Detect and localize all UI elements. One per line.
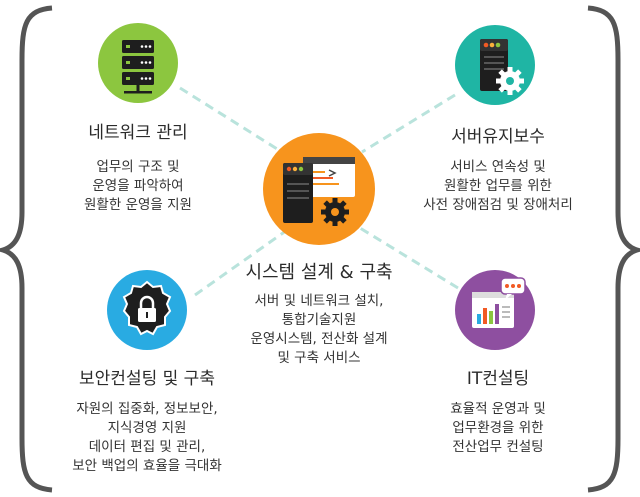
server-rack-icon <box>122 40 154 94</box>
right-brace <box>587 5 640 493</box>
center-description: 서버 및 네트워크 설치, 통합기술지원 운영시스템, 전산화 설계 및 구축 … <box>214 292 424 368</box>
center-desc-line: 통합기술지원 <box>281 312 357 328</box>
network-desc-line: 업무의 구조 및 <box>96 159 180 175</box>
it-desc-line: 효율적 운영과 및 <box>450 401 546 417</box>
center-desc-line: 운영시스템, 전산화 설계 <box>250 331 388 347</box>
server-desc-line: 사전 장애점검 및 장애처리 <box>423 197 573 213</box>
connector-it <box>359 226 459 290</box>
server-desc-line: 서비스 연속성 및 <box>450 159 546 175</box>
connector-security <box>194 226 291 297</box>
center-title: 시스템 설계 & 구축 <box>245 262 393 283</box>
security-circle <box>107 270 187 350</box>
network-desc-line: 원활한 운영을 지원 <box>84 197 192 213</box>
server-circle <box>455 25 535 105</box>
connector-server <box>361 93 456 154</box>
server-gear-icon <box>480 39 524 95</box>
it-circle <box>455 270 535 350</box>
security-desc-line: 데이터 편집 및 관리, <box>88 439 206 455</box>
network-circle <box>98 23 178 103</box>
network-title: 네트워크 관리 <box>88 123 188 143</box>
server-description: 서비스 연속성 및 원활한 업무를 위한 사전 장애점검 및 장애처리 <box>393 158 603 215</box>
it-description: 효율적 운영과 및 업무환경을 위한 전산업무 컨설팅 <box>408 400 588 457</box>
left-brace <box>0 5 53 493</box>
it-title: IT컨설팅 <box>466 369 530 389</box>
it-desc-line: 업무환경을 위한 <box>452 420 544 436</box>
server-desc-line: 원활한 업무를 위한 <box>444 178 552 194</box>
chart-speech-icon <box>472 277 526 328</box>
network-desc-line: 운영을 파악하여 <box>92 178 184 194</box>
security-desc-line: 자원의 집중화, 정보보안, <box>76 401 218 417</box>
connector-lines <box>179 86 459 297</box>
center-desc-line: 서버 및 네트워크 설치, <box>254 293 384 309</box>
center-desc-line: 및 구축 서비스 <box>277 350 361 366</box>
center-circle <box>263 133 375 245</box>
security-desc-line: 보안 백업의 효율을 극대화 <box>72 458 222 474</box>
it-desc-line: 전산업무 컨설팅 <box>452 439 544 455</box>
server-window-gear-icon <box>283 157 355 226</box>
connector-network <box>179 86 283 154</box>
server-title: 서버유지보수 <box>451 127 545 147</box>
security-description: 자원의 집중화, 정보보안, 지식경영 지원 데이터 편집 및 관리, 보안 백… <box>42 400 252 476</box>
network-description: 업무의 구조 및 운영을 파악하여 원활한 운영을 지원 <box>48 158 228 215</box>
shield-lock-icon <box>122 280 172 336</box>
security-title: 보안컨설팅 및 구축 <box>79 369 215 389</box>
security-desc-line: 지식경영 지원 <box>107 420 187 436</box>
